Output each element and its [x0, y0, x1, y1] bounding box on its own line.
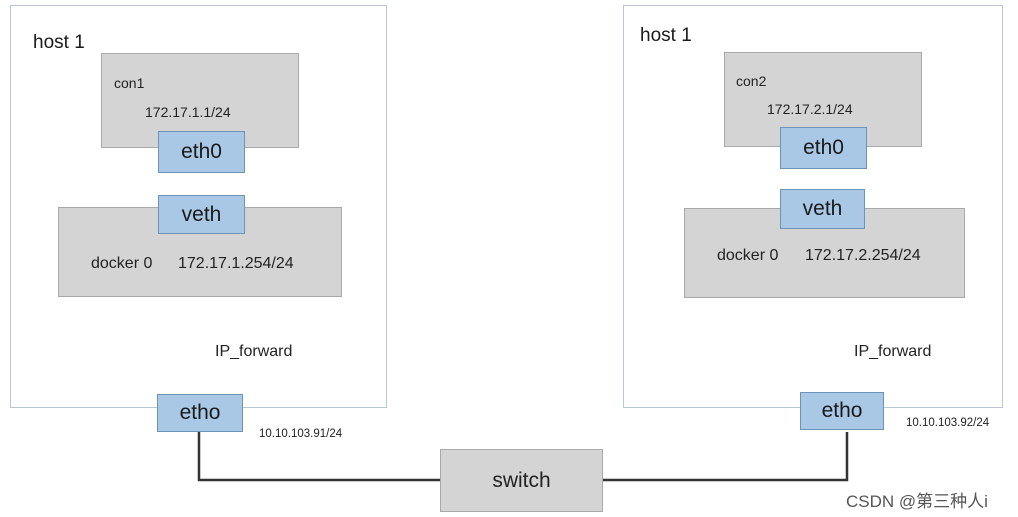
host1-veth-interface: veth — [158, 195, 245, 234]
watermark: CSDN @第三种人i — [846, 492, 988, 511]
host1-switch-link — [197, 432, 442, 482]
host1-ip-forward-label: IP_forward — [215, 343, 293, 360]
host2-veth-interface: veth — [780, 189, 865, 229]
host2-ip-forward-label: IP_forward — [854, 343, 932, 360]
network-switch: switch — [440, 449, 603, 512]
host1-bridge-name: docker 0 — [91, 255, 153, 272]
switch-label: switch — [492, 468, 551, 492]
host2-label: host 1 — [640, 25, 692, 46]
host1-etho-interface: etho — [157, 394, 243, 432]
host2-switch-link — [601, 432, 849, 482]
host2-container-ip: 172.17.2.1/24 — [767, 101, 853, 117]
host1-eth0-interface: eth0 — [158, 131, 245, 173]
host2-eth0-interface: eth0 — [780, 127, 867, 169]
host1-label: host 1 — [33, 32, 85, 53]
host2-etho-interface: etho — [800, 392, 884, 430]
host1-container-name: con1 — [114, 75, 145, 91]
host2-bridge-ip: 172.17.2.254/24 — [805, 247, 921, 264]
host1-container-ip: 172.17.1.1/24 — [145, 104, 231, 120]
host1-etho-ip: 10.10.103.91/24 — [259, 428, 343, 440]
host1-bridge-ip: 172.17.1.254/24 — [178, 255, 294, 272]
host2-container-name: con2 — [736, 73, 767, 89]
host2-bridge-name: docker 0 — [717, 247, 779, 264]
host2-etho-ip: 10.10.103.92/24 — [906, 417, 990, 429]
